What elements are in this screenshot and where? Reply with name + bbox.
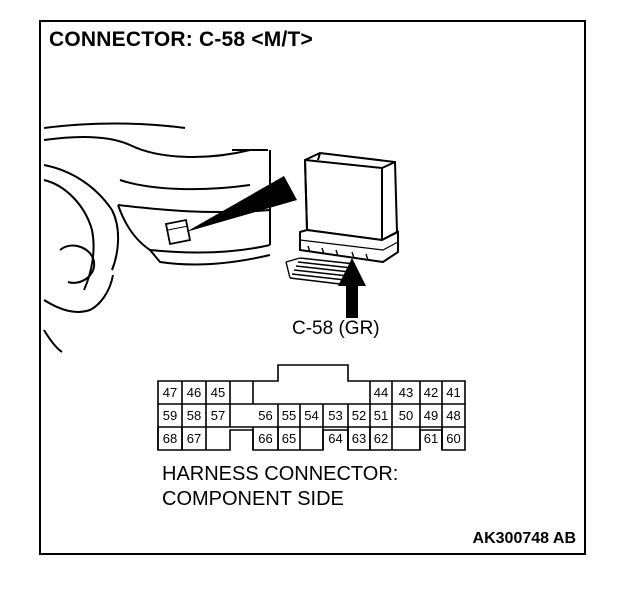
pin-cell: 66 — [258, 431, 273, 446]
pin-cell: 49 — [423, 408, 439, 423]
vent — [59, 244, 96, 284]
dash-lower-left — [43, 329, 63, 353]
wheel-bottom — [43, 274, 114, 313]
pin-cell: 57 — [210, 408, 226, 423]
diagram-frame — [39, 20, 586, 555]
pin-cell: 43 — [398, 385, 414, 400]
pin-cell: 45 — [210, 385, 226, 400]
glovebox-left — [117, 204, 151, 251]
dash-upper-line — [43, 136, 268, 158]
wheel-arc — [43, 164, 119, 271]
pin-cell: 62 — [373, 431, 389, 446]
pin-cell: 60 — [446, 431, 461, 446]
ecu-module — [299, 151, 399, 264]
pin-cell: 61 — [423, 431, 439, 446]
pin-cell: 54 — [304, 408, 319, 423]
caption-line-2: COMPONENT SIDE — [162, 488, 344, 510]
pin-cell: 58 — [186, 408, 202, 423]
pin-cell: 47 — [162, 385, 178, 400]
pin-cell: 51 — [373, 408, 389, 423]
connector-callout: C-58 (GR) — [292, 318, 380, 339]
caption-line-1: HARNESS CONNECTOR: — [162, 463, 399, 485]
pin-cell: 46 — [186, 385, 202, 400]
pin-cell: 53 — [328, 408, 343, 423]
pin-cell: 63 — [351, 431, 367, 446]
dash-lower-trim — [149, 249, 271, 266]
dash-top-edge — [43, 122, 186, 129]
module-location-box — [164, 218, 192, 246]
pin-cell: 65 — [281, 431, 297, 446]
wire-harness — [285, 257, 356, 285]
figure-code: AK300748 AB — [472, 530, 576, 547]
pin-cell: 55 — [281, 408, 297, 423]
pin-cell: 59 — [162, 408, 178, 423]
pin-cell: 56 — [258, 408, 273, 423]
pin-cell: 48 — [446, 408, 461, 423]
glovebox-bottom — [149, 244, 271, 254]
zoom-pointer — [186, 176, 297, 232]
pin-cell: 67 — [186, 431, 202, 446]
pin-cell: 68 — [162, 431, 178, 446]
pin-cell: 50 — [398, 408, 414, 423]
pin-cell: 44 — [373, 385, 389, 400]
pin-cell: 52 — [351, 408, 367, 423]
wheel-inner-arc — [43, 179, 95, 291]
connector-arrow — [338, 258, 366, 318]
pin-cell: 41 — [446, 385, 461, 400]
dash-mid-line — [119, 179, 251, 191]
pin-cell: 64 — [328, 431, 343, 446]
connector-title: CONNECTOR: C-58 <M/T> — [49, 28, 314, 51]
pin-cell: 42 — [423, 385, 439, 400]
connector-caption: HARNESS CONNECTOR: COMPONENT SIDE — [162, 462, 398, 512]
